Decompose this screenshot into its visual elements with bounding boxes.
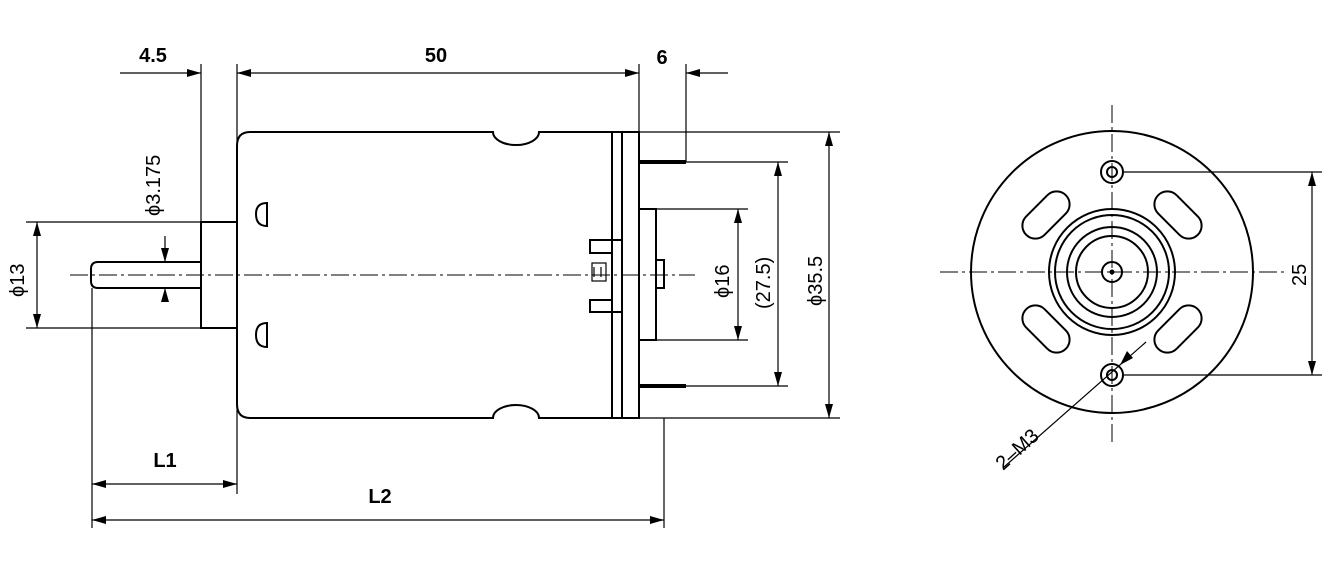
dim-body-diameter: ϕ35.5 xyxy=(805,256,827,306)
rear-bearing xyxy=(589,239,622,313)
side-view: 4.5 50 6 ϕ3.175 ϕ13 ϕ16 (27.5) ϕ35.5 xyxy=(7,45,840,528)
dim-boss-diameter: ϕ13 xyxy=(7,264,29,297)
dim-l2: L2 xyxy=(368,486,391,508)
mounting-hole-top xyxy=(1100,160,1124,184)
dim-rear-ring-diameter: (27.5) xyxy=(753,257,775,309)
end-shaft xyxy=(1101,261,1123,283)
end-cap-outline xyxy=(970,130,1254,414)
dim-body-length: 50 xyxy=(425,45,447,67)
body-tab-lower xyxy=(254,321,268,349)
dim-hole-spacing: 25 xyxy=(1289,264,1311,286)
mounting-hole-bottom xyxy=(1100,363,1124,387)
dim-front-flange: 4.5 xyxy=(139,45,167,67)
body-tab-upper xyxy=(254,201,268,228)
dim-shaft-diameter: ϕ3.175 xyxy=(143,155,165,216)
dim-rear-boss-diameter: ϕ16 xyxy=(712,265,734,298)
vent-slots xyxy=(1021,190,1203,354)
dim-terminal-length: 6 xyxy=(656,47,667,69)
end-view: 25 2–M3 xyxy=(940,105,1322,475)
dim-hole-spec: 2–M3 xyxy=(992,425,1044,475)
boss-ring-outer xyxy=(1048,208,1176,336)
motor-shaft xyxy=(90,261,200,289)
dim-l1: L1 xyxy=(153,450,176,472)
